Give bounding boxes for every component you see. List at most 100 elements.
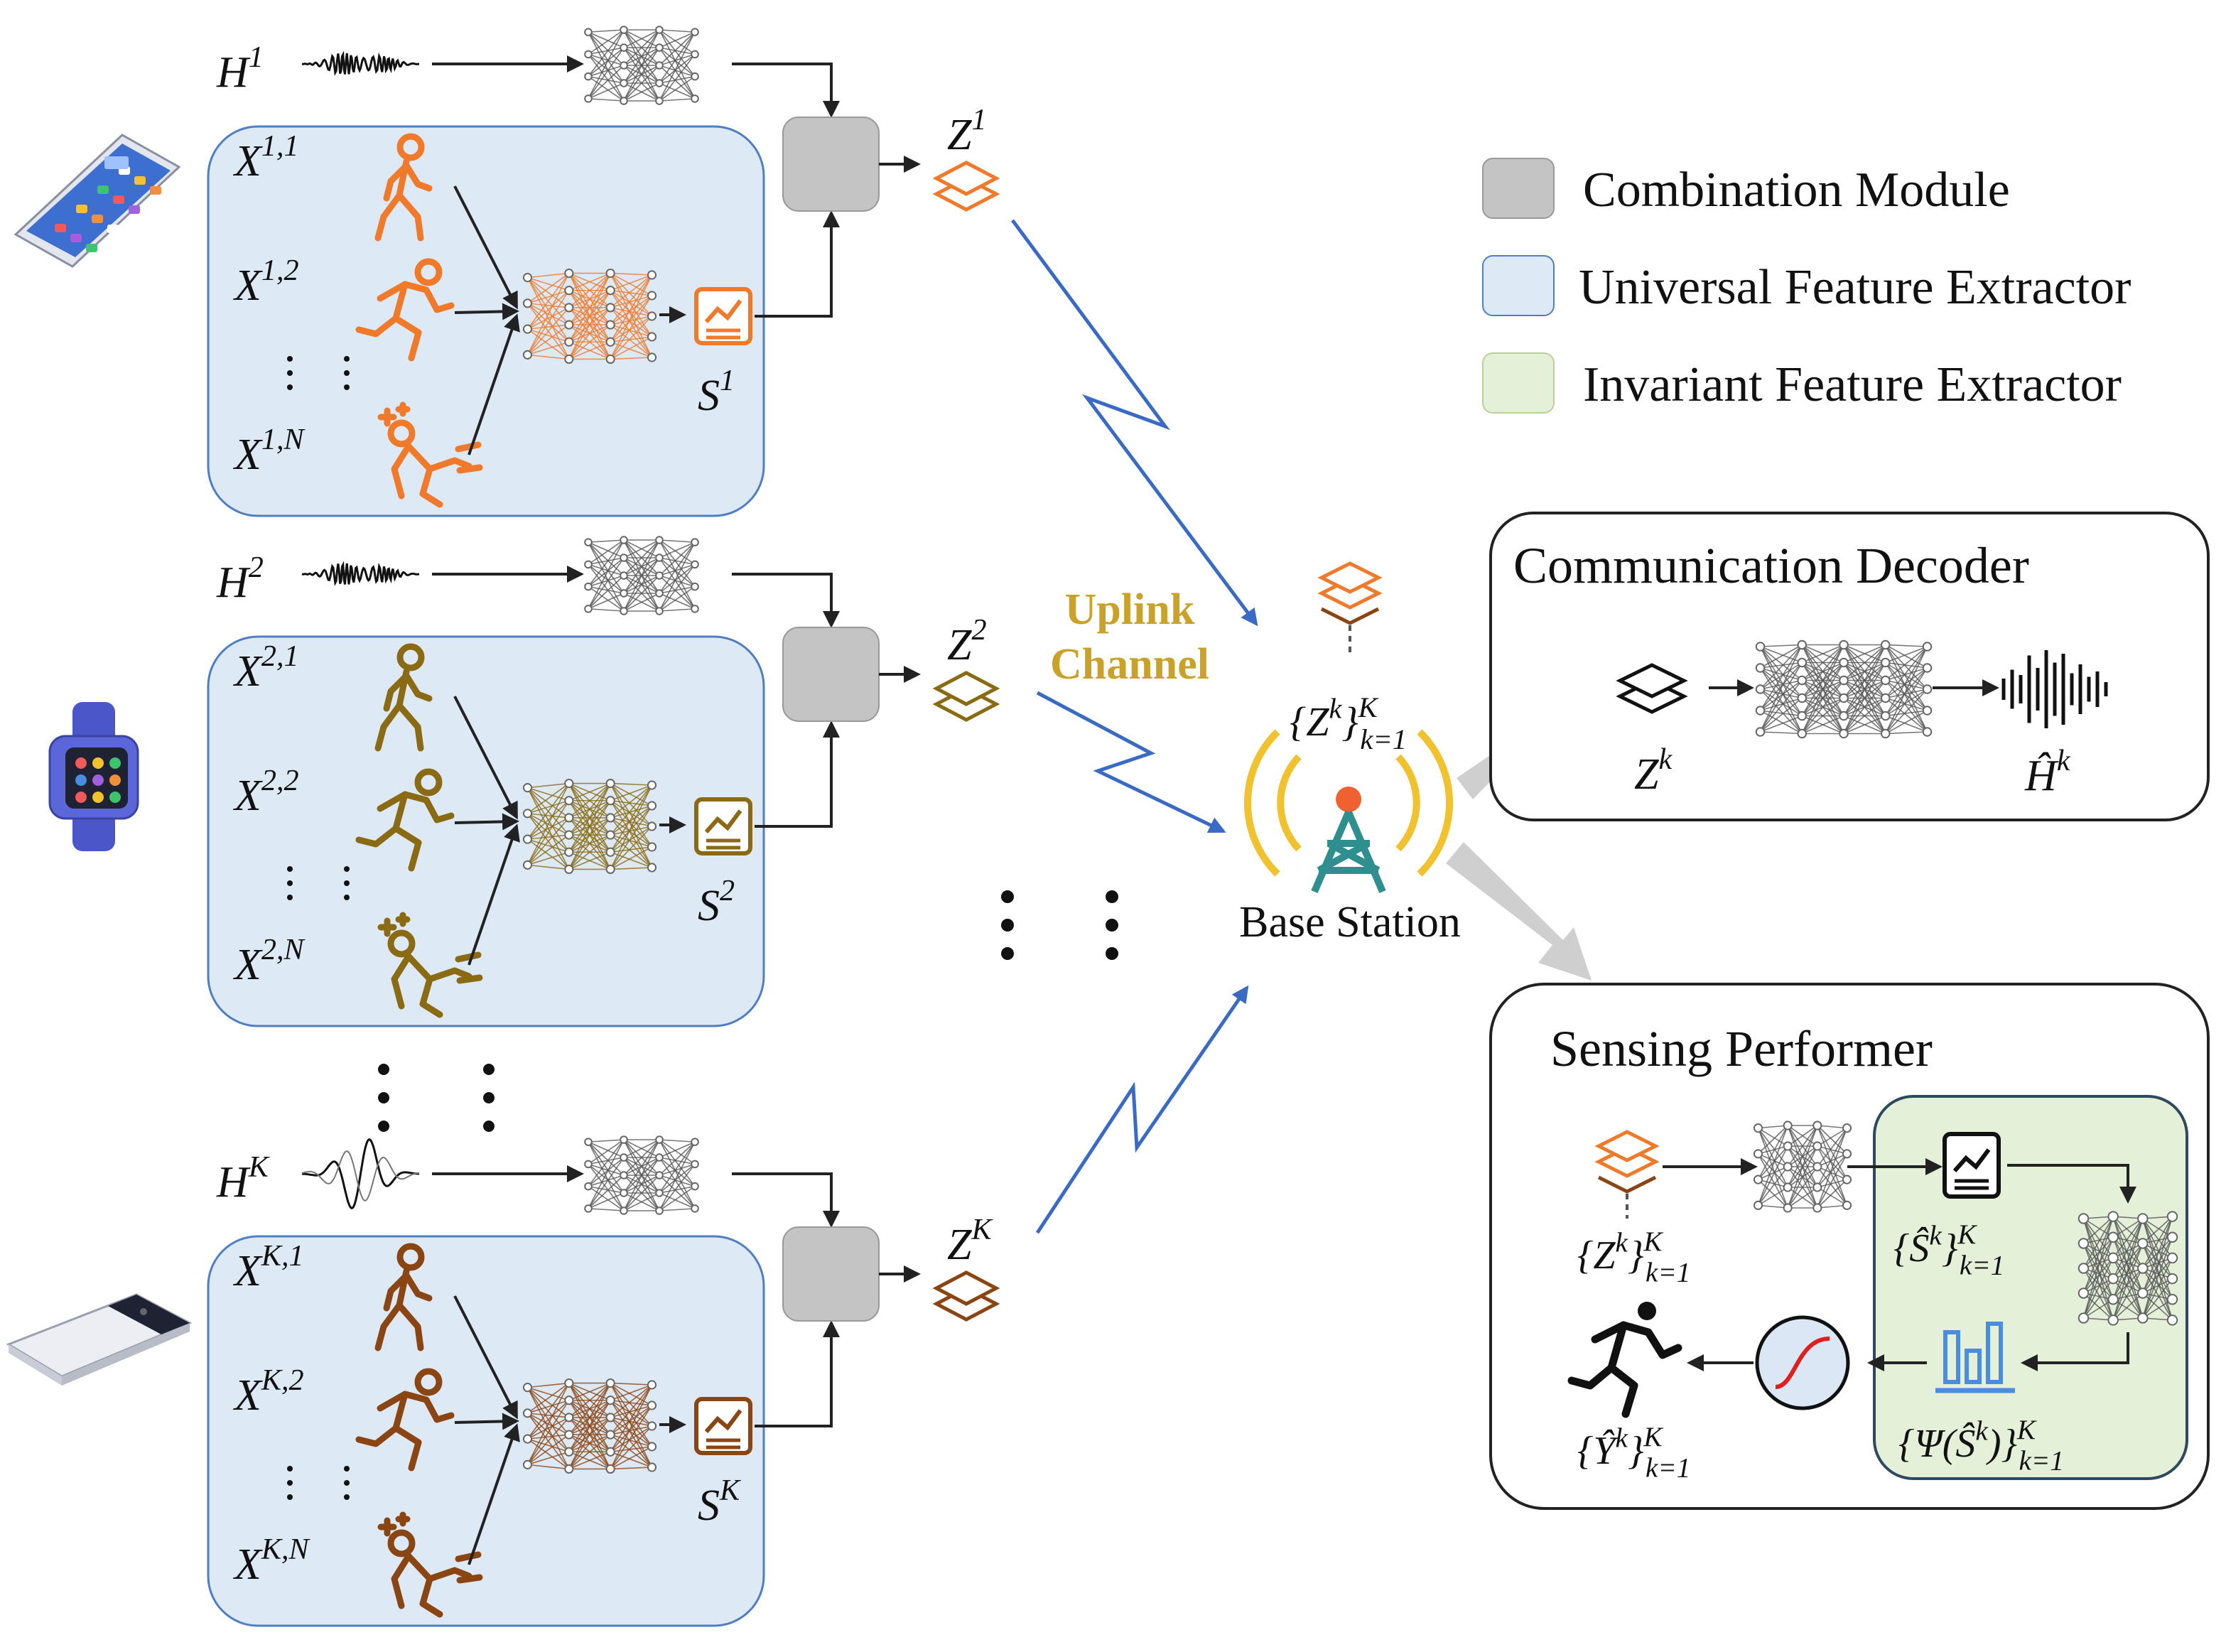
- score-label-1-base: S: [698, 372, 720, 420]
- device-ellipsis: [1001, 890, 1118, 960]
- csi-label-2-sup: 2: [249, 551, 264, 584]
- input-arrow-2-2: [454, 813, 519, 831]
- device-1-smartphone-icon: [13, 134, 181, 268]
- bs-set-open: {Z: [1290, 698, 1329, 745]
- csi-label-K-base: H: [216, 1158, 251, 1206]
- feature-extractor-1-network-icon: [522, 269, 657, 364]
- latent-feature-stack-1-icon: [932, 161, 1000, 212]
- csi-encoder-2-network-icon: [584, 536, 699, 615]
- sensing-s-set-sup: k: [1929, 1220, 1942, 1251]
- input-label-K-1-base: X: [232, 1247, 263, 1295]
- score-label-1-sup: 1: [720, 364, 735, 397]
- csi-label-2-base: H: [216, 558, 251, 607]
- legend-invariant-label: Invariant Feature Extractor: [1583, 357, 2122, 412]
- input-ellipsis-1: [287, 356, 350, 390]
- legend-combination: Combination Module: [1482, 158, 2010, 219]
- bs-set-upper: K: [1358, 691, 1379, 723]
- score-label-K-sup: K: [719, 1474, 741, 1507]
- bs-set-sup: k: [1329, 693, 1342, 725]
- input-label-2-2-sup: 2,2: [261, 764, 299, 797]
- base-station-label: Base Station: [1239, 898, 1461, 946]
- gray-arrow-to-sensing: [1446, 842, 1592, 981]
- decoder-input-text: Zk: [1634, 743, 1673, 799]
- input-label-1-3-base: X: [232, 431, 263, 479]
- sensing-psi-set-sup: k: [1975, 1415, 1988, 1446]
- invariant-network-icon: [2078, 1211, 2178, 1326]
- decoder-title: Communication Decoder: [1513, 537, 2029, 594]
- input-label-2-1-base: X: [232, 647, 263, 696]
- sensing-input-stack-icon: [1594, 1130, 1660, 1219]
- legend-universal: Universal Feature Extractor: [1482, 255, 2131, 316]
- input-label-2-3-base: X: [232, 941, 263, 989]
- latent-label-K-base: Z: [947, 1221, 972, 1269]
- score-to-combination-arrow-K: [755, 1320, 840, 1427]
- input-label-K-3-base: X: [232, 1540, 263, 1589]
- input-arrow-1-2: [454, 303, 519, 320]
- row-ellipsis: [378, 1064, 495, 1132]
- sensing-psi-set-open: {Ψ(Ŝ: [1898, 1421, 1975, 1466]
- input-label-K-2: XK,2: [232, 1364, 304, 1420]
- bs-set-lower: k=1: [1360, 723, 1407, 755]
- sensing-y-set-lower: k=1: [1646, 1452, 1690, 1483]
- received-feature-stack-icon: [1317, 561, 1383, 654]
- input-label-1-2: X1,2: [232, 254, 299, 310]
- invariant-network: [2078, 1211, 2178, 1326]
- sensing-s-set-close: }: [1942, 1226, 1957, 1270]
- input-label-2-1-sup: 2,1: [261, 639, 299, 673]
- uplink-line-K: [1035, 985, 1249, 1234]
- latent-feature-stack-2-icon: [932, 671, 1000, 722]
- csi-label-K: HK: [216, 1150, 270, 1206]
- combination-module-K: [782, 1226, 880, 1322]
- score-chart-1-icon: [694, 287, 752, 345]
- latent-label-2-base: Z: [947, 621, 972, 669]
- decoder-input-label: Zk: [1634, 743, 1673, 799]
- sensing-z-set-lower: k=1: [1646, 1257, 1690, 1287]
- combination-module-2: [782, 627, 880, 722]
- csi-label-K-sup: K: [248, 1150, 270, 1184]
- input-label-1-1-sup: 1,1: [261, 129, 299, 163]
- csi-label-1-base: H: [216, 48, 251, 97]
- legend-universal-swatch: [1482, 255, 1555, 316]
- latent-label-2: Z2: [947, 613, 987, 669]
- decoder-output-text: Ĥk: [2024, 744, 2071, 800]
- csi-label-2: H2: [216, 551, 264, 607]
- input-label-2-2-base: X: [232, 772, 263, 820]
- sensing-s-set-lower: k=1: [1960, 1250, 2004, 1280]
- input-arrow-2-1: [453, 696, 518, 820]
- decoder-input-stack-icon: [1616, 663, 1688, 714]
- latent-label-1-sup: 1: [971, 103, 986, 136]
- input-label-K-2-sup: K,2: [261, 1364, 304, 1397]
- sensing-s-set-upper: K: [1957, 1219, 1977, 1250]
- uplink-line-1: [1010, 219, 1258, 627]
- score-label-K-base: S: [698, 1481, 720, 1530]
- score-label-1: S1: [698, 364, 735, 420]
- decoder-output-label: Ĥk: [2024, 744, 2071, 800]
- latent-label-2-sup: 2: [971, 613, 986, 647]
- universal-feature-extractor-2: [207, 635, 765, 1027]
- input-arrow-K-N: [468, 1423, 520, 1565]
- score-label-2-base: S: [698, 882, 720, 930]
- decoder-output-text-sup: k: [2057, 744, 2071, 777]
- sigmoid-icon: [1755, 1315, 1850, 1410]
- sensing-title: Sensing Performer: [1550, 1020, 1933, 1077]
- csi-label-1: H1: [216, 41, 264, 97]
- input-label-2-3-sup: 2,N: [261, 933, 306, 966]
- legend-invariant: Invariant Feature Extractor: [1482, 352, 2122, 414]
- combination-module-1: [782, 117, 880, 212]
- legend-combination-swatch: [1482, 158, 1555, 219]
- running-person-1-icon: [355, 258, 455, 362]
- input-label-K-1-sup: K,1: [261, 1239, 304, 1273]
- running-person-icon: [1567, 1302, 1682, 1418]
- score-chart-2-icon: [694, 797, 752, 855]
- latent-label-1-base: Z: [947, 111, 972, 159]
